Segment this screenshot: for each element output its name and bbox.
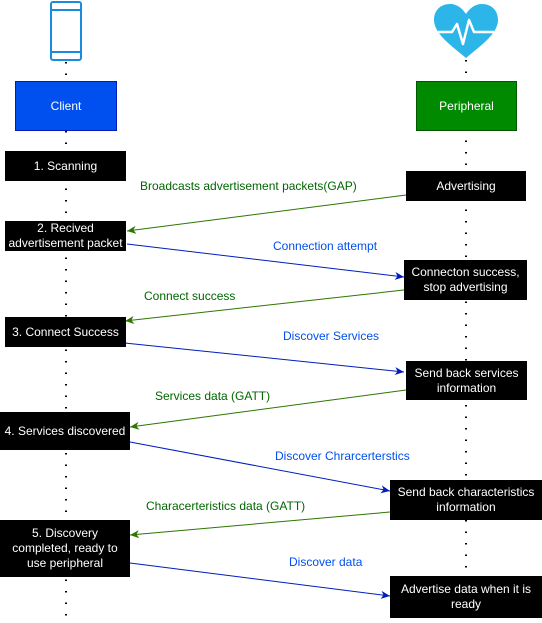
- client-step-discovery-completed: 5. Discovery completed, ready to use per…: [0, 520, 130, 577]
- label-connection-attempt: Connection attempt: [273, 239, 378, 253]
- label-discover-data: Discover data: [289, 555, 363, 569]
- discover-characteristics-arrow: [129, 441, 391, 494]
- label-broadcasts: Broadcasts advertisement packets(GAP): [140, 179, 357, 193]
- client-actor: Client: [15, 81, 117, 131]
- peripheral-step-advertising: Advertising: [406, 171, 526, 201]
- client-step-services-discovered: 4. Services discovered: [0, 412, 130, 450]
- connection-attempt-arrow: [126, 243, 405, 280]
- client-step-scanning: 1. Scanning: [5, 151, 126, 181]
- peripheral-step-send-characteristics: Send back characteristics information: [390, 480, 542, 520]
- discover-data-arrow: [129, 562, 391, 599]
- label-characteristics-data: Characerteristics data (GATT): [146, 499, 306, 513]
- discover-services-arrow: [124, 342, 405, 376]
- characteristics-data-arrow: [129, 511, 391, 539]
- client-step-connect-success: 3. Connect Success: [5, 317, 126, 347]
- label-services-data: Services data (GATT): [155, 389, 271, 403]
- smartphone-icon: [50, 1, 82, 61]
- peripheral-actor: Peripheral: [416, 81, 517, 131]
- peripheral-step-send-services: Send back services information: [406, 361, 527, 400]
- heartbeat-heart-icon: [434, 4, 498, 58]
- label-discover-characteristics: Discover Chrarcerterstics: [275, 449, 410, 463]
- services-data-arrow: [129, 389, 407, 430]
- client-step-received: 2. Recived advertisement packet: [5, 221, 126, 251]
- label-discover-services: Discover Services: [283, 329, 380, 343]
- peripheral-step-connection-success: Connecton success, stop advertising: [404, 260, 527, 300]
- peripheral-step-advertise-data: Advertise data when it is ready: [390, 576, 542, 618]
- connect-success-arrow: [124, 289, 405, 324]
- broadcasts-arrow: [126, 194, 407, 234]
- label-connect-success: Connect success: [144, 289, 236, 303]
